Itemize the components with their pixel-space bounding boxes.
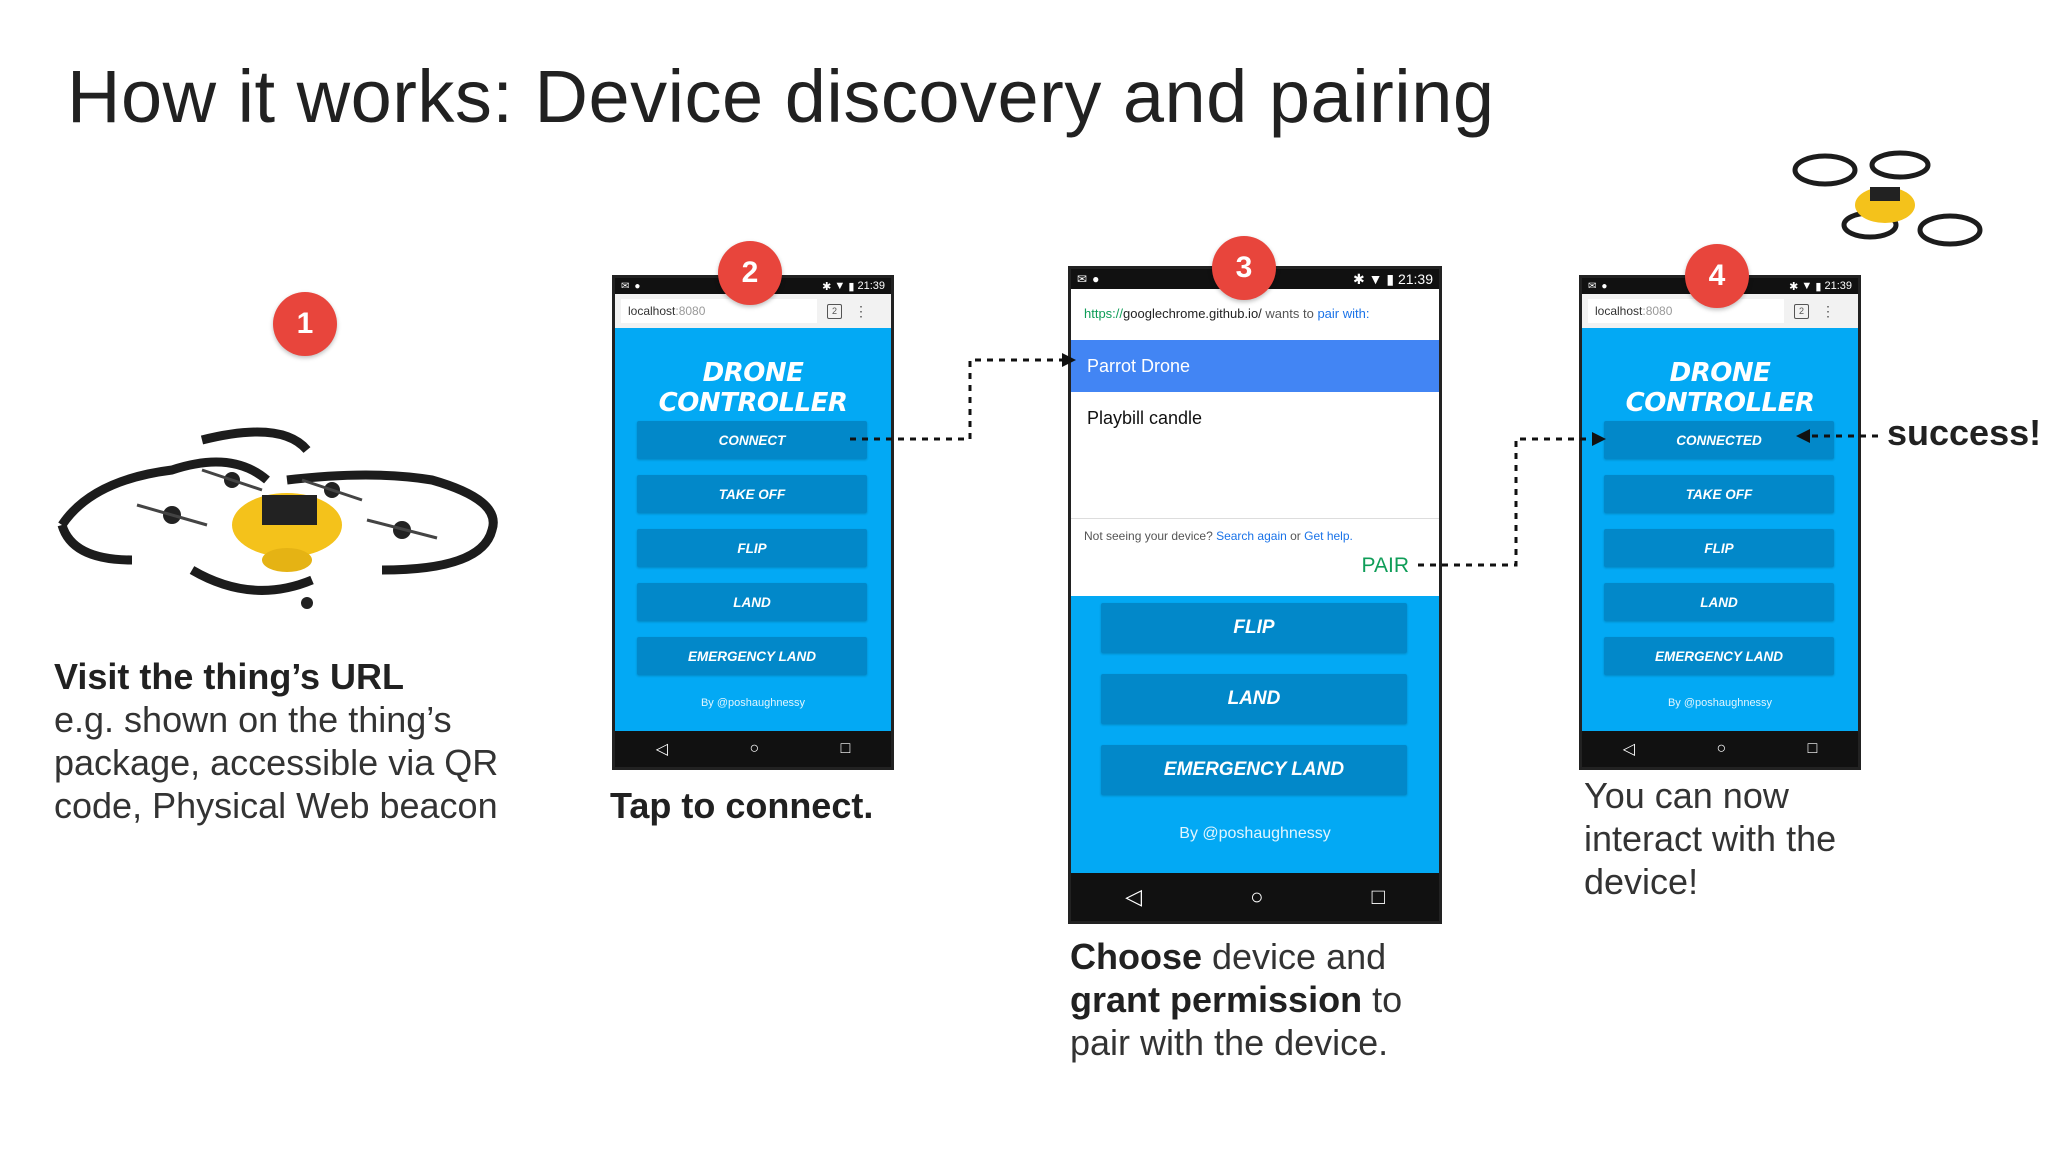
emergency-land-button[interactable]: EMERGENCY LAND bbox=[1604, 637, 1834, 675]
tabs-icon[interactable]: 2 bbox=[827, 303, 842, 319]
status-time: 21:39 bbox=[1397, 271, 1433, 287]
battery-icon: ▮ bbox=[1815, 280, 1822, 293]
recents-icon[interactable]: □ bbox=[1807, 740, 1818, 757]
step1-caption: Visit the thing’s URL e.g. shown on the … bbox=[54, 655, 514, 827]
divider bbox=[1071, 518, 1439, 519]
take-off-button[interactable]: TAKE OFF bbox=[637, 475, 867, 513]
drone-icon bbox=[57, 427, 498, 609]
back-icon[interactable]: ◁ bbox=[1125, 884, 1142, 909]
tabs-icon[interactable]: 2 bbox=[1794, 303, 1809, 319]
status-time: 21:39 bbox=[857, 280, 885, 292]
url-bar: localhost:8080 2 ⋮ bbox=[615, 294, 891, 328]
nav-bar: ◁ ○ □ bbox=[615, 731, 891, 767]
wifi-icon: ▼ bbox=[1801, 280, 1813, 292]
land-button[interactable]: LAND bbox=[1604, 583, 1834, 621]
mail-icon: ✉ bbox=[621, 280, 630, 292]
nav-bar: ◁ ○ □ bbox=[1582, 731, 1858, 767]
back-icon[interactable]: ◁ bbox=[1622, 741, 1636, 758]
app-title: DRONE CONTROLLER bbox=[658, 358, 848, 418]
wifi-icon: ▼ bbox=[1368, 271, 1383, 287]
emergency-land-button[interactable]: EMERGENCY LAND bbox=[637, 637, 867, 675]
phone-step3: ✉ ● ✱ ▼ ▮ 21:39 https://googlechrome.gith… bbox=[1068, 266, 1442, 924]
emergency-land-button[interactable]: EMERGENCY LAND bbox=[1101, 745, 1407, 795]
step1-line: code, Physical Web beacon bbox=[54, 785, 498, 826]
device-item-parrot-drone[interactable]: Parrot Drone bbox=[1071, 340, 1439, 392]
byline: By @poshaughnessy bbox=[1179, 825, 1331, 842]
mail-icon: ✉ bbox=[1588, 280, 1597, 292]
flip-button[interactable]: FLIP bbox=[637, 529, 867, 567]
more-icon[interactable]: ⋮ bbox=[1821, 302, 1835, 319]
recents-icon[interactable]: □ bbox=[840, 740, 851, 757]
land-button[interactable]: LAND bbox=[1101, 674, 1407, 724]
android-icon: ● bbox=[634, 280, 641, 292]
flip-button[interactable]: FLIP bbox=[1101, 603, 1407, 653]
pair-request-text: https://googlechrome.github.io/ wants to… bbox=[1084, 306, 1370, 321]
step3-caption: Choose device and grant permission to pa… bbox=[1070, 936, 1403, 1063]
device-item-playbill-candle[interactable]: Playbill candle bbox=[1087, 407, 1203, 428]
get-help-link[interactable]: Get help. bbox=[1304, 529, 1353, 543]
wifi-icon: ▼ bbox=[834, 280, 846, 292]
step-badge-4: 4 bbox=[1685, 244, 1749, 308]
success-label: success! bbox=[1887, 412, 2042, 453]
mail-icon: ✉ bbox=[1077, 272, 1088, 286]
take-off-button[interactable]: TAKE OFF bbox=[1604, 475, 1834, 513]
help-text: Not seeing your device? Search again or … bbox=[1084, 529, 1353, 543]
url-bar: localhost:8080 2 ⋮ bbox=[1582, 294, 1858, 328]
step1-heading: Visit the thing’s URL bbox=[54, 656, 405, 697]
connect-button[interactable]: CONNECT bbox=[637, 421, 867, 459]
step-badge-2: 2 bbox=[718, 241, 782, 305]
android-icon: ● bbox=[1601, 280, 1608, 292]
step1-line: e.g. shown on the thing’s bbox=[54, 699, 452, 740]
drone-icon bbox=[1792, 150, 1983, 247]
step-badge-3: 3 bbox=[1212, 236, 1276, 300]
step4-line: interact with the bbox=[1584, 818, 1837, 859]
step2-caption: Tap to connect. bbox=[610, 785, 874, 826]
step-badge-1: 1 bbox=[273, 292, 337, 356]
more-icon[interactable]: ⋮ bbox=[854, 302, 868, 319]
app-title: DRONE CONTROLLER bbox=[1625, 358, 1815, 418]
home-icon[interactable]: ○ bbox=[1716, 740, 1727, 757]
battery-icon: ▮ bbox=[848, 280, 855, 293]
nav-bar: ◁ ○ □ bbox=[1071, 873, 1439, 921]
byline: By @poshaughnessy bbox=[700, 697, 806, 709]
step4-caption: You can now interact with the device! bbox=[1584, 774, 1836, 903]
url-input[interactable]: localhost:8080 bbox=[621, 299, 817, 323]
arrow-pair-to-connected bbox=[1418, 437, 1596, 567]
land-button[interactable]: LAND bbox=[637, 583, 867, 621]
phone-step2: ✉ ● ✱ ▼ ▮ 21:39 localhost:8080 2 ⋮ DRONE … bbox=[612, 275, 894, 770]
home-icon[interactable]: ○ bbox=[749, 740, 760, 757]
search-again-link[interactable]: Search again bbox=[1216, 529, 1287, 543]
connected-button[interactable]: CONNECTED bbox=[1604, 421, 1834, 459]
back-icon[interactable]: ◁ bbox=[655, 741, 669, 758]
bluetooth-icon: ✱ bbox=[1789, 280, 1799, 293]
phone-step4: ✉ ● ✱ ▼ ▮ 21:39 localhost:8080 2 ⋮ DRONE … bbox=[1579, 275, 1861, 770]
android-icon: ● bbox=[1092, 272, 1100, 286]
status-time: 21:39 bbox=[1824, 280, 1852, 292]
recents-icon[interactable]: □ bbox=[1371, 884, 1385, 909]
battery-icon: ▮ bbox=[1386, 270, 1395, 287]
slide-title: How it works: Device discovery and pairi… bbox=[67, 55, 1495, 138]
bluetooth-icon: ✱ bbox=[822, 280, 832, 293]
home-icon[interactable]: ○ bbox=[1250, 884, 1264, 909]
step1-line: package, accessible via QR bbox=[54, 742, 499, 783]
bluetooth-icon: ✱ bbox=[1352, 270, 1365, 287]
url-input[interactable]: localhost:8080 bbox=[1588, 299, 1784, 323]
step4-line: device! bbox=[1584, 861, 1699, 902]
flip-button[interactable]: FLIP bbox=[1604, 529, 1834, 567]
step4-line: You can now bbox=[1584, 775, 1789, 816]
pairing-dialog: https://googlechrome.github.io/ wants to… bbox=[1071, 289, 1439, 596]
byline: By @poshaughnessy bbox=[1667, 697, 1773, 709]
pair-button[interactable]: PAIR bbox=[1361, 554, 1409, 577]
